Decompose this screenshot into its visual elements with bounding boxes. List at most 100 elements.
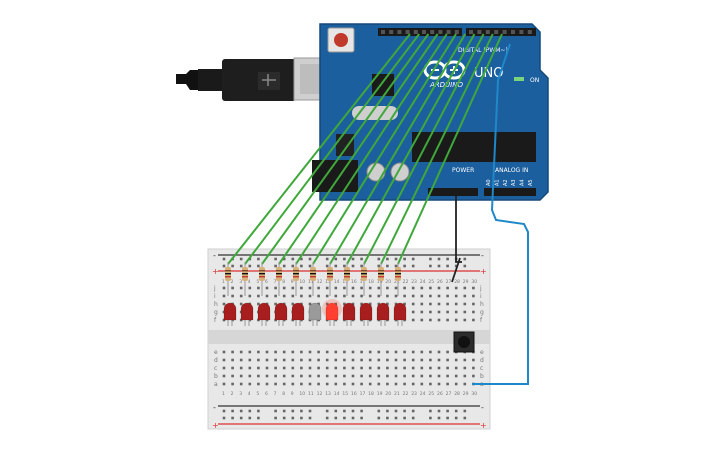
rail-hole[interactable] (300, 257, 303, 261)
rail-hole[interactable] (282, 264, 286, 268)
breadboard-hole[interactable] (394, 302, 398, 306)
breadboard-hole[interactable] (265, 382, 269, 386)
breadboard-hole[interactable] (429, 318, 432, 322)
breadboard-hole[interactable] (291, 382, 295, 386)
breadboard-hole[interactable] (291, 302, 295, 306)
rail-hole[interactable] (411, 264, 415, 268)
green-wire[interactable] (278, 33, 439, 265)
rail-hole[interactable] (222, 416, 226, 420)
resistors[interactable] (225, 262, 401, 296)
breadboard-hole[interactable] (325, 350, 329, 354)
breadboard-hole[interactable] (437, 358, 441, 362)
rail-hole[interactable] (239, 416, 243, 420)
breadboard-hole[interactable] (463, 302, 467, 306)
green-wire[interactable] (312, 33, 457, 265)
rail-hole[interactable] (291, 257, 295, 261)
breadboard-hole[interactable] (300, 374, 303, 378)
header-hole[interactable] (397, 30, 402, 34)
rail-hole[interactable] (222, 264, 226, 268)
breadboard-hole[interactable] (403, 294, 406, 298)
breadboard-hole[interactable] (308, 366, 312, 370)
rail-hole[interactable] (386, 257, 389, 261)
breadboard-hole[interactable] (446, 374, 449, 378)
rail-hole[interactable] (257, 416, 260, 420)
rail-hole[interactable] (360, 416, 363, 420)
breadboard-hole[interactable] (257, 382, 260, 386)
breadboard-hole[interactable] (291, 366, 295, 370)
rail-hole[interactable] (248, 416, 252, 420)
rail-hole[interactable] (377, 409, 381, 413)
breadboard-hole[interactable] (248, 294, 252, 298)
breadboard-hole[interactable] (437, 350, 441, 354)
breadboard-hole[interactable] (222, 374, 226, 378)
breadboard-hole[interactable] (325, 382, 329, 386)
header-hole[interactable] (446, 30, 451, 34)
breadboard-hole[interactable] (429, 358, 432, 362)
header-hole[interactable] (519, 30, 524, 34)
black-wire[interactable] (455, 196, 462, 263)
rail-hole[interactable] (411, 257, 415, 261)
rail-hole[interactable] (334, 409, 338, 413)
breadboard-hole[interactable] (308, 350, 312, 354)
breadboard-hole[interactable] (403, 350, 406, 354)
breadboard-hole[interactable] (317, 382, 320, 386)
breadboard-hole[interactable] (403, 366, 406, 370)
rail-hole[interactable] (300, 409, 303, 413)
rail-hole[interactable] (282, 416, 286, 420)
breadboard-hole[interactable] (265, 294, 269, 298)
breadboard-hole[interactable] (446, 382, 449, 386)
breadboard-hole[interactable] (222, 382, 226, 386)
breadboard-hole[interactable] (239, 382, 243, 386)
breadboard-hole[interactable] (351, 366, 355, 370)
rail-hole[interactable] (248, 409, 252, 413)
breadboard-hole[interactable] (239, 350, 243, 354)
breadboard-hole[interactable] (360, 286, 363, 290)
rail-hole[interactable] (248, 264, 252, 268)
rail-hole[interactable] (454, 409, 458, 413)
breadboard-hole[interactable] (222, 286, 226, 290)
rail-hole[interactable] (334, 264, 338, 268)
breadboard-hole[interactable] (368, 350, 372, 354)
breadboard-hole[interactable] (386, 294, 389, 298)
breadboard-hole[interactable] (411, 358, 415, 362)
rail-hole[interactable] (257, 264, 260, 268)
breadboard-hole[interactable] (222, 366, 226, 370)
breadboard-hole[interactable] (411, 374, 415, 378)
breadboard-hole[interactable] (454, 286, 458, 290)
breadboard-hole[interactable] (300, 286, 303, 290)
breadboard-hole[interactable] (343, 350, 346, 354)
breadboard-hole[interactable] (222, 358, 226, 362)
rail-hole[interactable] (394, 264, 398, 268)
rail-hole[interactable] (308, 409, 312, 413)
breadboard-hole[interactable] (454, 302, 458, 306)
breadboard-hole[interactable] (420, 382, 424, 386)
breadboard-hole[interactable] (308, 302, 312, 306)
breadboard-hole[interactable] (463, 366, 467, 370)
rail-hole[interactable] (325, 416, 329, 420)
breadboard-hole[interactable] (265, 286, 269, 290)
breadboard-hole[interactable] (472, 366, 475, 370)
breadboard-hole[interactable] (343, 358, 346, 362)
breadboard-hole[interactable] (265, 366, 269, 370)
breadboard-hole[interactable] (394, 358, 398, 362)
breadboard-hole[interactable] (334, 382, 338, 386)
rail-hole[interactable] (446, 416, 449, 420)
led[interactable] (257, 302, 271, 321)
breadboard-hole[interactable] (411, 286, 415, 290)
rail-hole[interactable] (403, 416, 406, 420)
breadboard-hole[interactable] (291, 374, 295, 378)
breadboard-hole[interactable] (472, 294, 475, 298)
breadboard-hole[interactable] (454, 358, 458, 362)
breadboard-hole[interactable] (308, 382, 312, 386)
header-hole[interactable] (511, 30, 515, 34)
breadboard-hole[interactable] (463, 310, 467, 314)
breadboard-hole[interactable] (360, 358, 363, 362)
led[interactable] (240, 302, 254, 321)
rail-hole[interactable] (386, 409, 389, 413)
breadboard-hole[interactable] (351, 302, 355, 306)
breadboard-hole[interactable] (257, 358, 260, 362)
breadboard-hole[interactable] (257, 374, 260, 378)
breadboard-hole[interactable] (308, 374, 312, 378)
breadboard-hole[interactable] (308, 358, 312, 362)
breadboard-hole[interactable] (454, 318, 458, 322)
